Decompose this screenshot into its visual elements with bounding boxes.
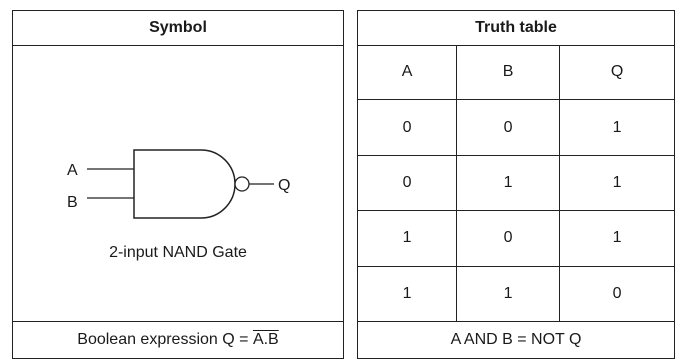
cell-q: 1 [559,210,674,267]
truth-table-footer: A AND B = NOT Q [450,331,582,348]
cell-a: 0 [358,99,458,156]
inversion-bubble [234,176,250,192]
column-header-a: A [358,45,458,101]
cell-b: 1 [456,266,561,322]
table-row: 0 1 1 [358,155,674,212]
cell-a: 1 [358,266,458,322]
boolean-expression: Boolean expression Q = A.B [13,321,343,358]
cell-q: 1 [559,99,674,156]
cell-a: 1 [358,210,458,267]
nand-gate-body [133,149,236,219]
symbol-panel-title: Symbol [13,11,343,46]
input-a-label: A [67,162,78,179]
column-header-q: Q [559,45,674,101]
cell-b: 0 [456,99,561,156]
column-header-b: B [456,45,561,101]
truth-table-header-row: A B Q [358,45,674,101]
cell-q: 0 [559,266,674,322]
symbol-panel: Symbol A B Q 2-input NAND Gate Boolean e… [12,10,344,359]
symbol-area: A B Q 2-input NAND Gate [13,45,343,323]
cell-b: 0 [456,210,561,267]
cell-a: 0 [358,155,458,212]
output-q-label: Q [278,177,290,194]
cell-q: 1 [559,155,674,212]
nand-gate-diagram: A B Q 2-input NAND Gate [67,149,290,261]
table-row: 0 0 1 [358,99,674,156]
truth-table-title: Truth table [358,11,674,46]
cell-b: 1 [456,155,561,212]
input-b-label: B [67,194,78,211]
gate-caption: 2-input NAND Gate [109,244,247,261]
boolean-expression-prefix: Boolean expression Q = [77,331,253,348]
truth-table-panel: Truth table A B Q 0 0 1 0 1 1 1 0 1 1 1 … [357,10,675,359]
table-row: 1 0 1 [358,210,674,267]
boolean-expression-overlined: A.B [252,331,279,348]
truth-table: A B Q 0 0 1 0 1 1 1 0 1 1 1 0 [358,45,674,322]
table-row: 1 1 0 [358,266,674,322]
